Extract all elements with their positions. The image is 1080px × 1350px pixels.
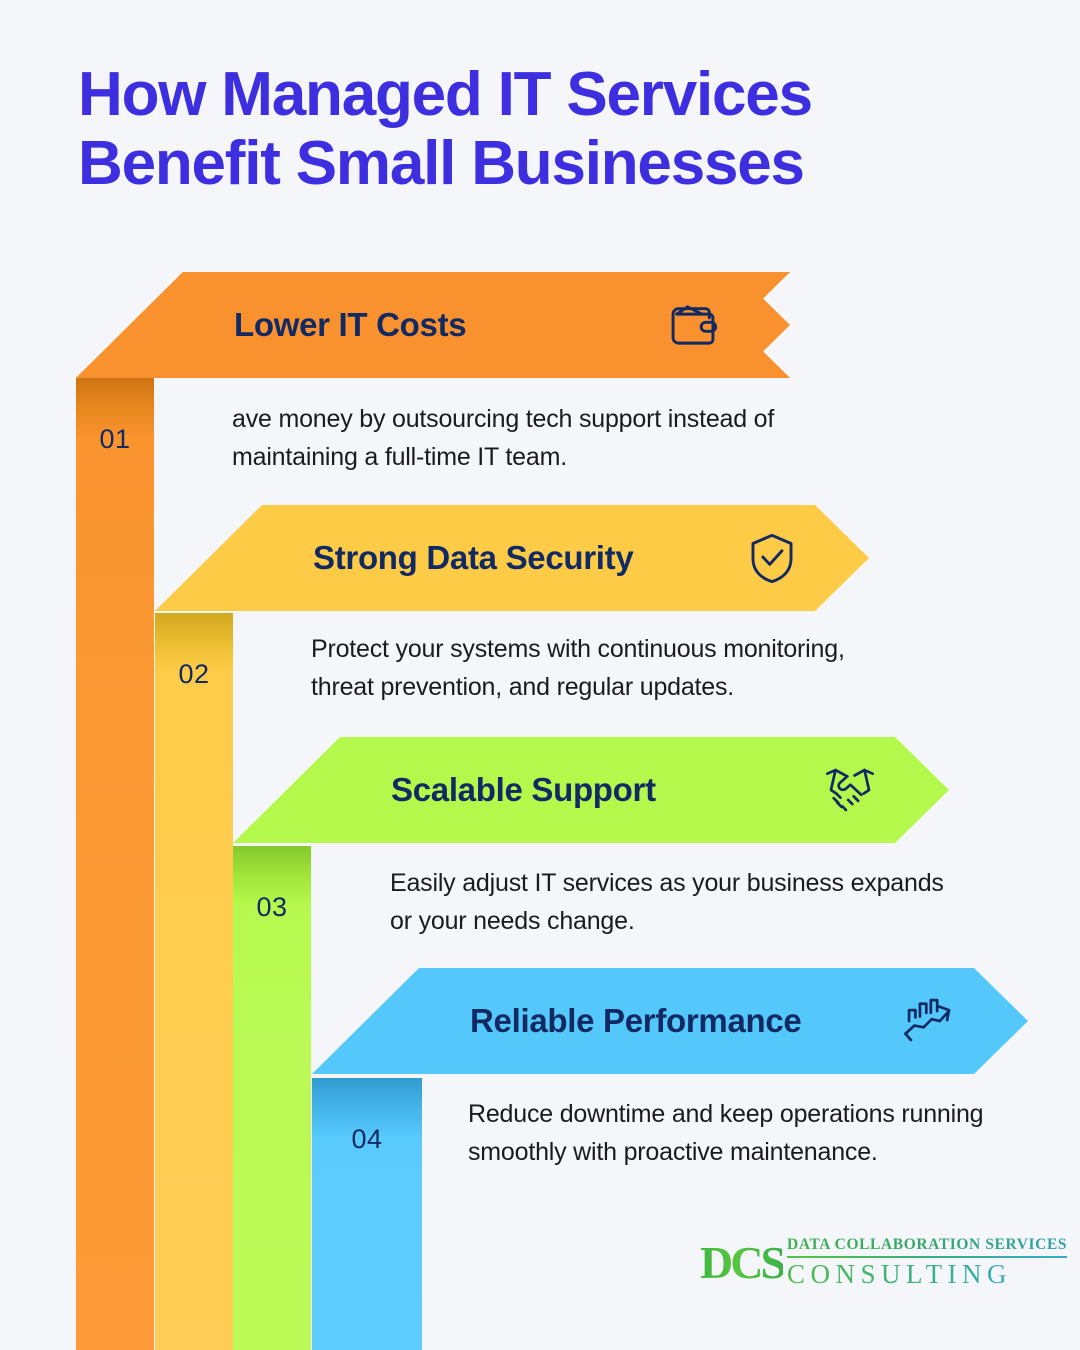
step-body-04: Reduce downtime and keep operations runn… [468, 1100, 984, 1166]
step-banner-01: Lower IT Costs [76, 272, 790, 378]
rail-cap-02 [155, 613, 233, 671]
step-body-03: Easily adjust IT services as your busine… [390, 869, 944, 935]
step-heading-04: Reliable Performance [470, 1002, 802, 1039]
step-banner-02: Strong Data Security [155, 505, 869, 611]
page-title-line-2: Benefit Small Businesses [78, 129, 805, 199]
page-title: How Managed IT Services Benefit Small Bu… [78, 60, 1018, 199]
step-heading-01: Lower IT Costs [234, 306, 467, 343]
step-rail-03: 03 [233, 846, 311, 1350]
step-heading-02: Strong Data Security [313, 539, 634, 576]
logo-wordmark: DATA COLLABORATION SERVICES CONSULTING [787, 1236, 1068, 1290]
banner-arrow-01 [76, 272, 790, 378]
company-logo: DCS DATA COLLABORATION SERVICES CONSULTI… [700, 1232, 1068, 1294]
step-rail-04: 04 [312, 1078, 422, 1350]
shield-check-icon [743, 529, 801, 587]
step-number-01: 01 [99, 424, 131, 454]
step-body-01: ave money by outsourcing tech support in… [232, 405, 775, 471]
step-rail-01: 01 [76, 378, 154, 1350]
rail-cap-04 [312, 1078, 422, 1136]
banner-arrow-02 [155, 505, 869, 611]
page-title-line-1: How Managed IT Services [78, 60, 813, 129]
logo-divider [787, 1256, 1068, 1258]
rail-cap-03 [233, 846, 311, 904]
banner-arrow-03 [233, 737, 949, 843]
handshake-icon [821, 761, 879, 819]
logo-mark-dcs: DCS [700, 1237, 786, 1288]
logo-tagline: DATA COLLABORATION SERVICES [787, 1236, 1068, 1253]
step-banner-04: Reliable Performance [312, 968, 1028, 1074]
step-heading-03: Scalable Support [391, 771, 656, 808]
step-number-02: 02 [178, 659, 210, 689]
step-banner-03: Scalable Support [233, 737, 949, 843]
step-number-03: 03 [256, 892, 288, 922]
banner-arrow-04 [312, 968, 1028, 1074]
rail-cap-01 [76, 378, 154, 436]
logo-consulting-text: CONSULTING [787, 1259, 1067, 1290]
step-number-04: 04 [351, 1124, 383, 1154]
growth-chart-icon [900, 992, 958, 1050]
step-body-02: Protect your systems with continuous mon… [311, 635, 845, 701]
wallet-icon [664, 296, 722, 354]
step-rail-02: 02 [155, 613, 233, 1350]
